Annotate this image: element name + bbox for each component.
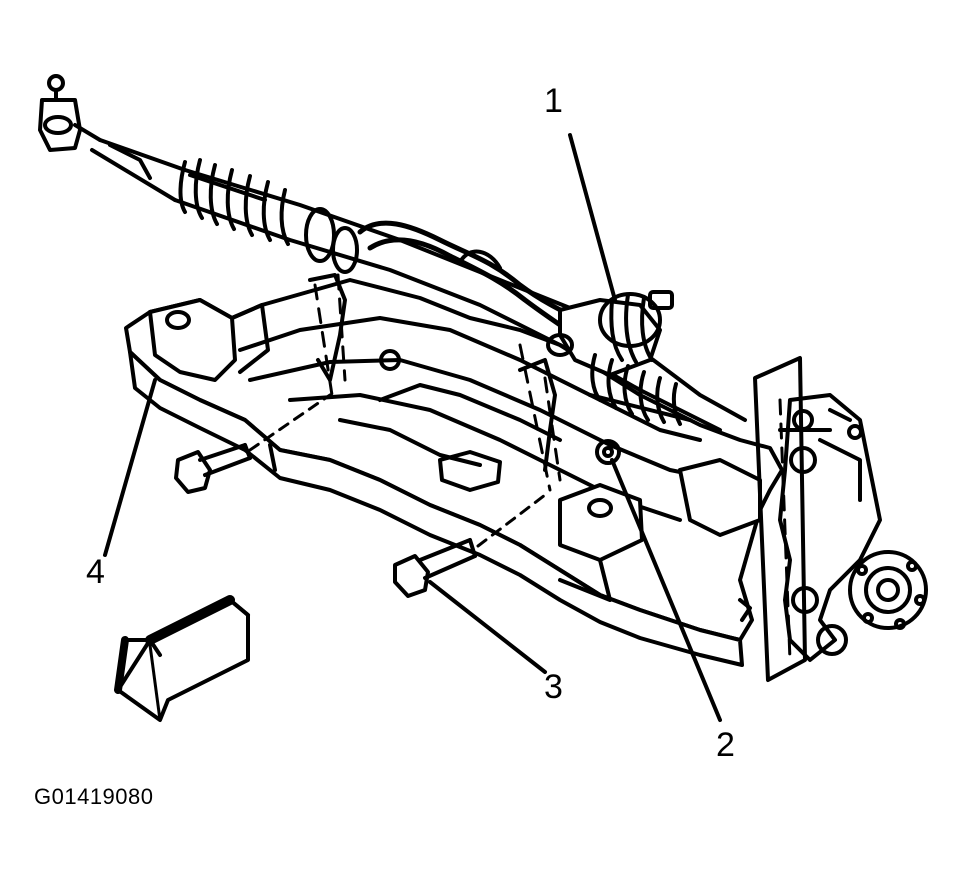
- mounting-bolt: [393, 493, 547, 598]
- callout-2: 2: [716, 726, 735, 764]
- steering-gear: [90, 138, 747, 472]
- direction-arrow: [114, 595, 250, 722]
- callout-3: 3: [544, 668, 563, 706]
- callout-4: 4: [86, 553, 105, 591]
- alignment-lines: [313, 273, 562, 492]
- tie-rod-end: [38, 74, 102, 152]
- callout-1: 1: [544, 82, 563, 120]
- wheel-hub: [848, 550, 928, 630]
- crossmember: [124, 278, 784, 667]
- figure-code: G01419080: [34, 784, 154, 809]
- leader-lines: [103, 133, 722, 722]
- knuckle-panel: [753, 356, 807, 682]
- mounting-bolt: [174, 393, 332, 494]
- mounting-nut: [379, 349, 621, 465]
